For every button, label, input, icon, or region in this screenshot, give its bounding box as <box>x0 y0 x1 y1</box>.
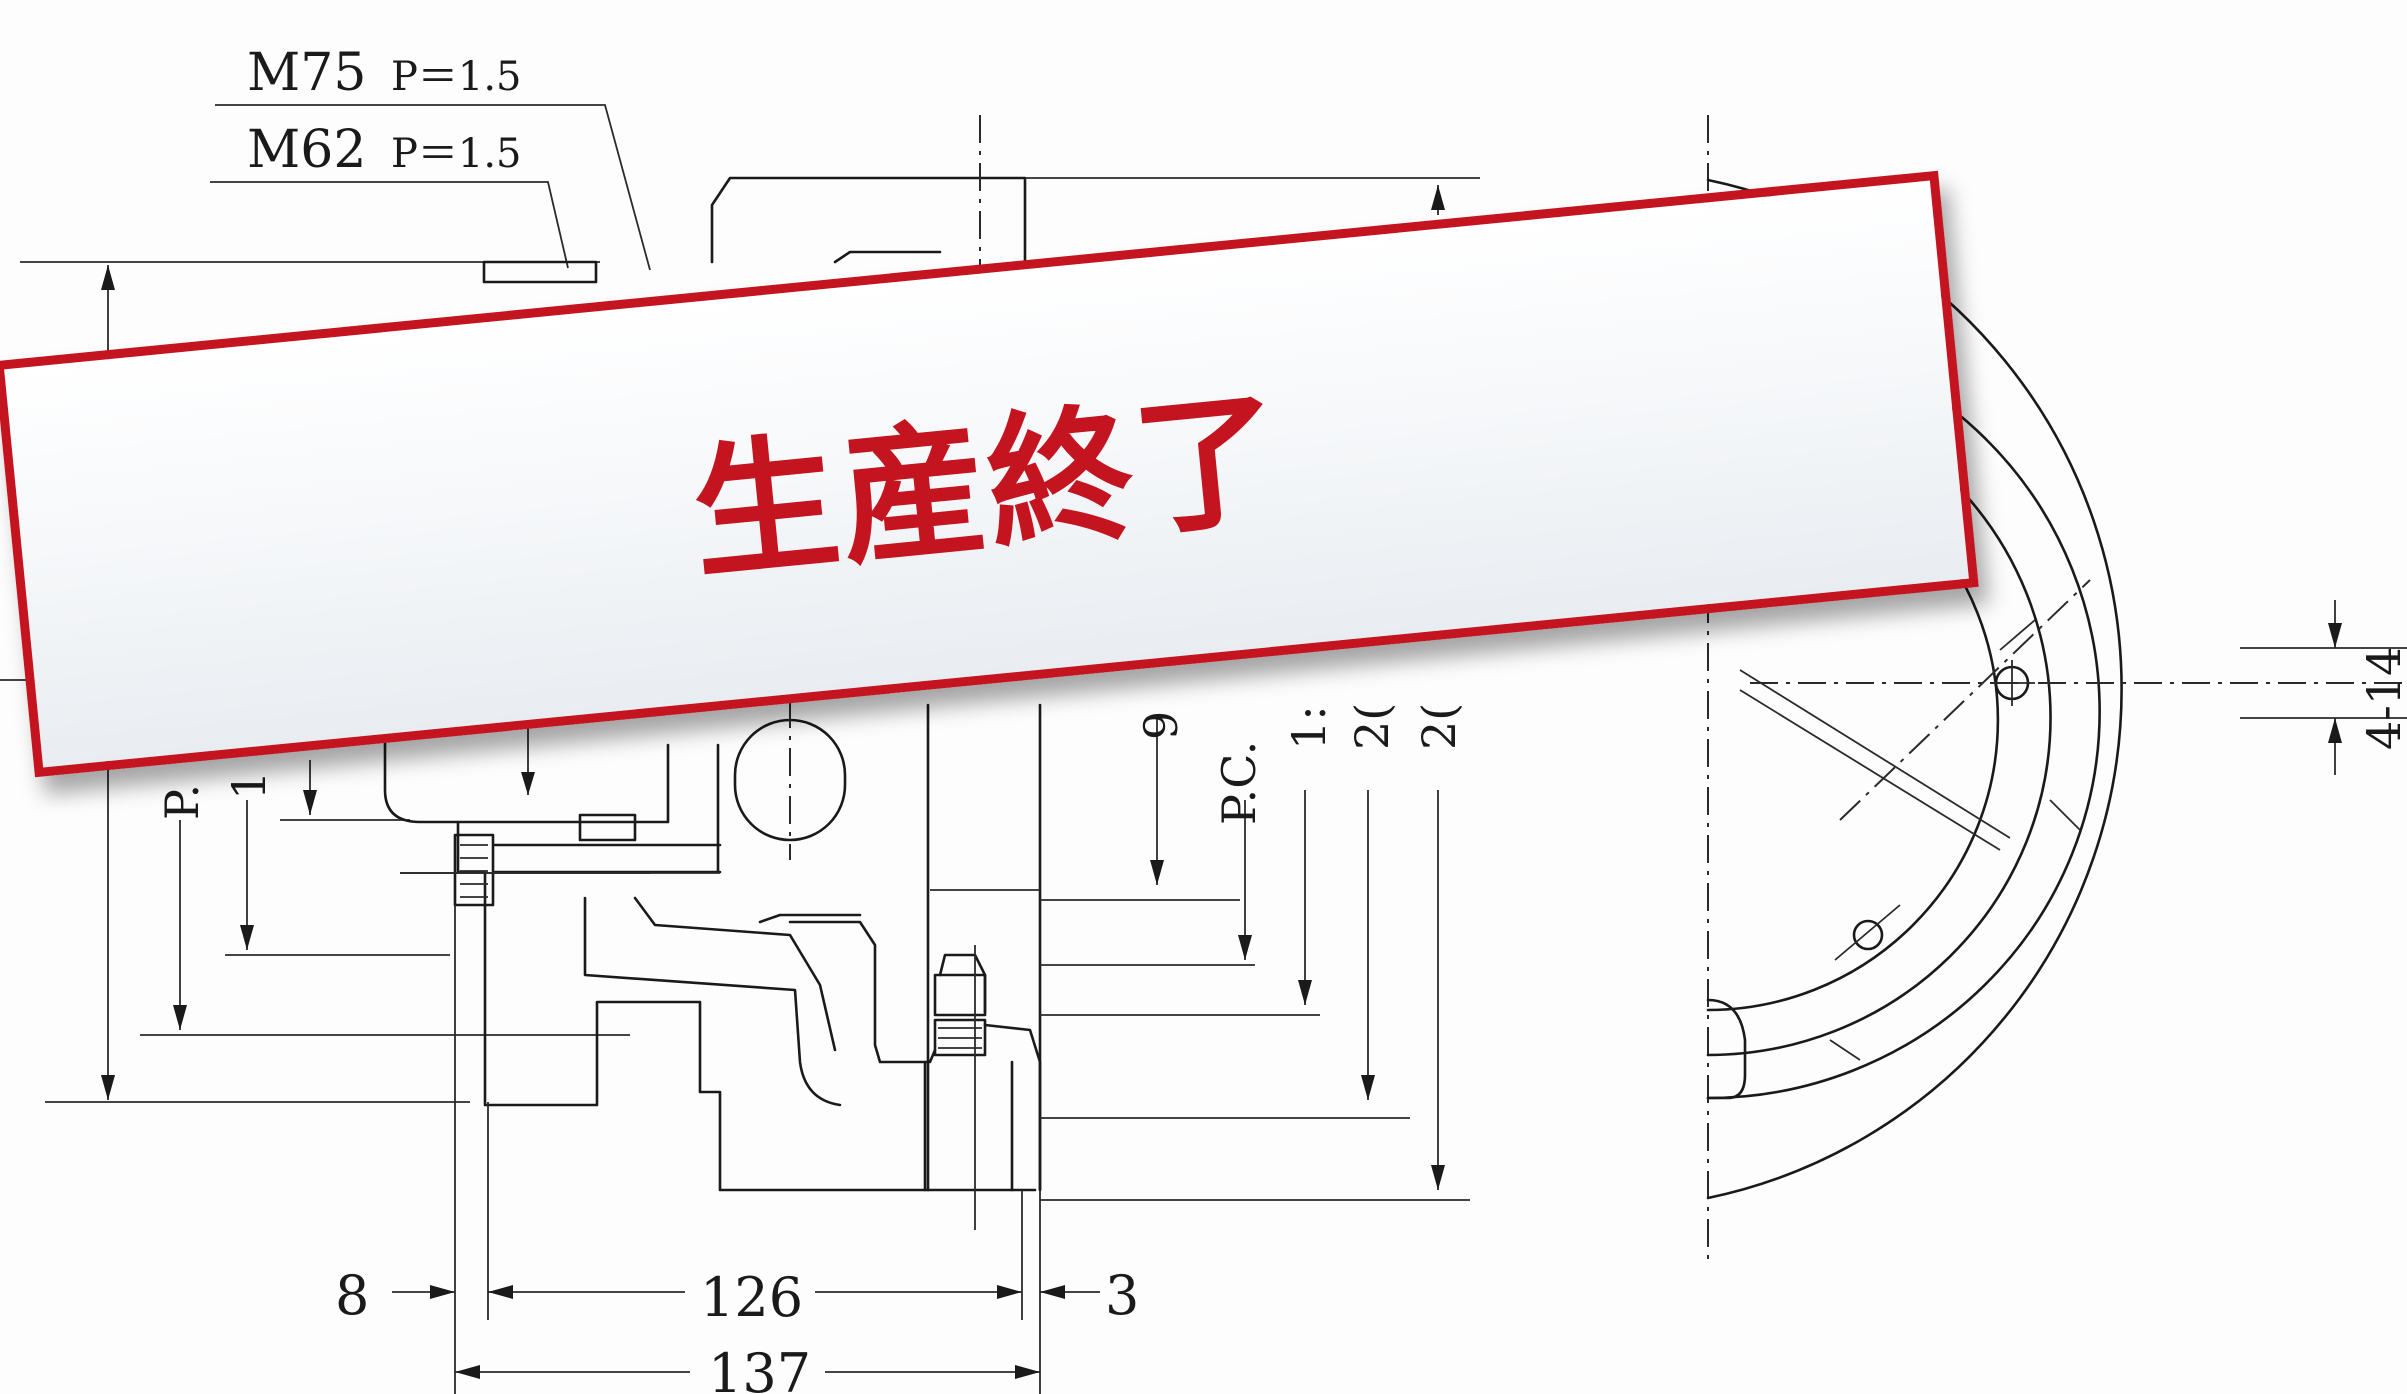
callout-leaders <box>210 104 651 271</box>
discontinued-label: 生産終了 <box>684 372 1291 600</box>
dim-label-2a: 2( <box>1345 703 1399 750</box>
dim-label-9: 9 <box>1134 711 1188 740</box>
thread-callout-2: M62 P＝1.5 <box>247 120 521 180</box>
dim-right-gap: 3 <box>1105 1264 1139 1327</box>
thread-callout-1: M75 P＝1.5 <box>247 43 521 103</box>
dim-label-p-left: P. <box>155 784 209 820</box>
dim-label-pc: P.C. <box>1212 741 1266 825</box>
part-outline <box>383 176 1480 1230</box>
dim-label-1b: 1: <box>1282 705 1336 750</box>
dim-total-width: 137 <box>708 1342 811 1394</box>
dim-label-2b: 2( <box>1412 703 1466 750</box>
dim-label-1-left: 1 <box>222 771 276 800</box>
dim-holes: 4-14 <box>2357 647 2407 750</box>
dim-main-width: 126 <box>700 1266 803 1329</box>
right-extension-lines <box>1040 185 1470 1201</box>
dim-left-gap: 8 <box>335 1264 369 1327</box>
bottom-dimensions <box>392 905 1100 1394</box>
